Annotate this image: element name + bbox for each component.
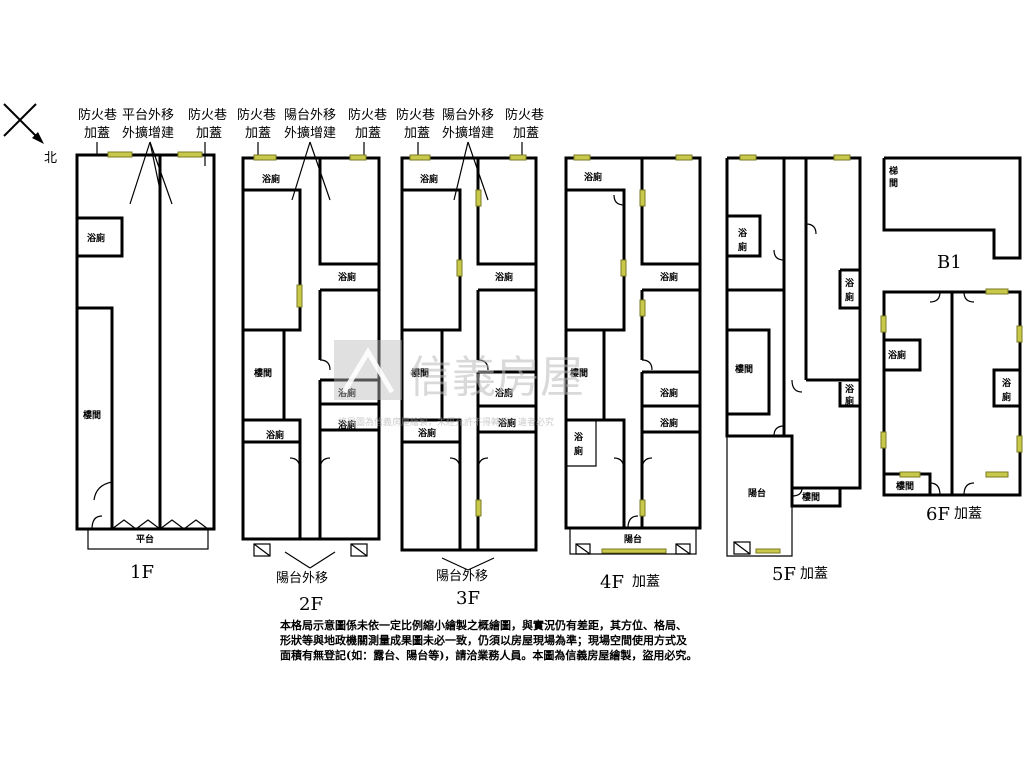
annotation-3f-mid-line1: 陽台外移 [442,108,494,123]
watermark: 信義房屋 格局圖為信義房屋繪製，未經允許不得轉載，違者必究 [334,340,584,428]
floor-b1: 梯 間 B1 [882,156,1022,273]
room-3f-bath-lower: 浴廁 [498,417,516,429]
room-4f-balcony: 陽台 [624,533,642,545]
room-5f-stair: 樓間 [735,363,753,375]
room-3f-bath-left: 浴廁 [418,427,436,439]
room-4f-bath-top: 浴廁 [584,171,602,183]
room-6f-bath-right-1: 浴 [1002,377,1012,389]
room-2f-bath-left: 浴廁 [266,429,284,441]
disclaimer: 本格局示意圖係未依一定比例縮小繪製之概繪圖，與實況仍有差距，其方位、格局、 形狀… [280,618,697,662]
annotation-1f-left-line1: 防火巷 [78,107,117,123]
watermark-brand: 信義房屋 [408,352,584,403]
floor-6f: 浴廁 浴 廁 樓間 6F 加蓋 [880,288,1023,525]
room-5f-balcony: 陽台 [748,487,766,499]
annotation-3f-mid-line2: 外擴增建 [442,125,494,141]
room-3f-bath-top: 浴廁 [420,173,438,185]
room-4f-bath-lower: 浴廁 [660,417,678,429]
room-3f-bath-mid: 浴廁 [495,387,513,399]
room-1f-bath: 浴廁 [87,232,105,244]
room-2f-stair: 樓間 [254,367,272,379]
annotation-1f-right-line2: 加蓋 [196,126,222,141]
annotation-3f-left-line2: 加蓋 [404,126,430,141]
room-5f-bath-lower-2: 廁 [845,395,854,407]
floor-label-2f: 2F [299,594,323,615]
north-arrow: 北 [3,103,57,166]
annotation-3f-right-line2: 加蓋 [513,126,539,141]
room-4f-bath-left-2: 廁 [574,445,583,457]
north-label: 北 [44,151,57,166]
annotation-2f-mid-line1: 陽台外移 [284,108,336,123]
floor-label-5f: 5F [772,564,796,585]
room-6f-bath-right-2: 廁 [1002,391,1011,403]
annotation-2f-left-line2: 加蓋 [245,126,271,141]
room-b1-stair-2: 間 [889,178,898,189]
room-5f-bath-right-1: 浴 [845,277,855,289]
watermark-subtext: 格局圖為信義房屋繪製，未經允許不得轉載，違者必究 [338,416,554,428]
room-5f-bath-right-2: 廁 [845,291,854,303]
room-4f-stair: 樓間 [570,367,588,379]
room-5f-bath-left-2: 廁 [738,241,747,253]
annotation-2f-mid-line2: 外擴增建 [284,125,336,141]
annotation-3f-left-line1: 防火巷 [396,107,435,123]
room-4f-bath-right: 浴廁 [660,271,678,283]
disclaimer-line-1: 本格局示意圖係未依一定比例縮小繪製之概繪圖，與實況仍有差距，其方位、格局、 [280,618,687,632]
annotation-3f-balcony: 陽台外移 [436,569,488,584]
annotation-1f-mid-line2: 外擴增建 [122,125,174,141]
floor-label-1f: 1F [130,562,154,583]
floor-1f: 浴廁 樓間 平台 1F [75,151,216,583]
room-3f-stair: 樓間 [411,367,429,379]
room-1f-stair: 樓間 [83,409,101,421]
floor-3f: 浴廁 浴廁 浴廁 浴廁 浴廁 樓間 陽台外移 3F [400,154,538,609]
room-6f-bath-left: 浴廁 [888,349,906,361]
room-5f-bath-left-1: 浴 [738,227,748,239]
annotation-1f-mid-line1: 平台外移 [122,108,174,123]
annotation-2f-right-line2: 加蓋 [355,126,381,141]
floor-note-4f: 加蓋 [632,574,660,590]
room-b1-stair-1: 梯 [889,165,898,177]
floor-2f: 浴廁 浴廁 浴廁 浴廁 浴廁 樓間 陽台外移 2F [241,154,381,615]
annotation-2f-left-line1: 防火巷 [237,107,276,123]
room-6f-stair: 樓間 [896,480,914,492]
floor-note-6f: 加蓋 [954,506,982,522]
floor-label-4f: 4F [600,572,624,593]
floor-note-5f: 加蓋 [800,566,828,582]
room-2f-bath-top: 浴廁 [262,173,280,185]
annotation-2f-right-line1: 防火巷 [348,107,387,123]
annotation-1f-right-line1: 防火巷 [188,107,227,123]
annotation-2f-balcony: 陽台外移 [276,571,328,586]
room-4f-bath-mid: 浴廁 [660,387,678,399]
floor-label-b1: B1 [937,252,962,273]
room-4f-bath-left-1: 浴 [574,431,584,443]
annotation-1f-left-line2: 加蓋 [84,126,110,141]
floor-label-6f: 6F [926,504,950,525]
disclaimer-line-3: 面積有無登記(如：露台、陽台等)，請洽業務人員。本圖為信義房屋繪製，盜用必究。 [280,648,697,662]
room-5f-bath-lower-1: 浴 [845,383,855,395]
room-2f-bath-right: 浴廁 [338,271,356,283]
annotation-3f-right-line1: 防火巷 [505,107,544,123]
room-2f-bath-lower: 浴廁 [338,419,356,431]
floor-label-3f: 3F [456,588,480,609]
floor-5f: 浴 廁 浴 廁 浴 廁 樓間 樓間 陽台 5F 加蓋 [725,154,862,585]
room-5f-stair-lower: 樓間 [802,491,820,503]
room-1f-platform: 平台 [136,533,154,545]
floor-4f: 浴廁 浴廁 浴廁 浴廁 浴 廁 樓間 陽台 4F 加蓋 [564,154,702,593]
room-3f-bath-right: 浴廁 [495,271,513,283]
disclaimer-line-2: 形狀等與地政機關測量成果圖未必一致，仍須以房屋現場為準；現場空間使用方式及 [280,633,688,647]
